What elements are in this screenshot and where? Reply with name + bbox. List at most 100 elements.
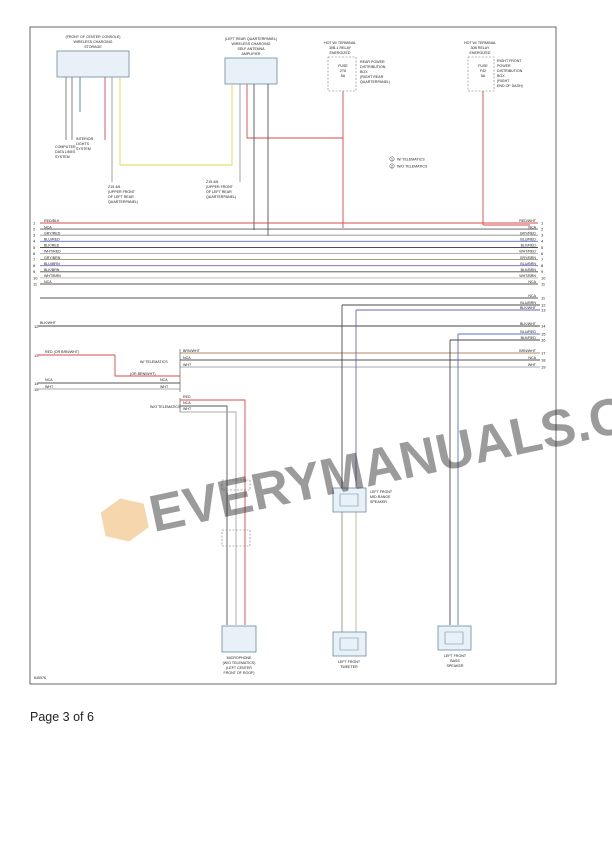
label-line: BOX [497,74,505,78]
wire-label: WHT [45,385,54,389]
fuse-label: 2T6 [340,69,346,73]
component-box [332,631,367,657]
pin-number: 1 [541,220,544,225]
label-line: SELF ANTENNA [238,47,266,51]
pin-number: 12 [541,302,546,307]
wire-label: BLK/RED [521,244,537,248]
watermark-text: EVERYMANUALS.COM [144,369,612,544]
telematics-section [38,325,540,625]
pin-number: 11 [541,281,546,286]
wire-label: NCA [44,280,52,284]
wire-label: BLU/RED [44,238,60,242]
pin-number: 11 [541,295,546,300]
option-label: W/ TELEMATICS [140,360,168,364]
wire-label: BLK/WHT [520,322,537,326]
wire-label: BRN/WHT [183,349,201,353]
option-label: W/O TELEMATICS [150,405,181,409]
wire-label: RED (OR BRN/WHT) [45,350,79,354]
pin-number: 8 [33,263,36,268]
diagram-id: 645976 [34,676,46,680]
label-line: OF LEFT REAR [108,195,134,199]
top-wire-labels: INTERIOR LIGHTS SYSTEM COMPUTER DATA LIN… [55,137,236,204]
legend-text: W/ TELEMATICS [397,158,425,162]
component-box [221,625,257,653]
diagram-frame [29,26,557,685]
component-box [56,50,130,78]
pin-number: 6 [33,251,36,256]
fuse-label: 5A [481,74,486,78]
speaker-icon [444,631,464,645]
label-line: OF LEFT REAR [206,190,232,194]
pin-number: 17 [541,350,546,355]
label-line: (UPPER FRONT [108,190,136,194]
inline-connector [221,529,251,547]
wire-label: NCA [183,401,191,405]
label-line: (RIGHT REAR [360,75,384,79]
wire-label: BLU/RED [520,330,536,334]
label-line: QUARTERPANEL) [108,200,138,204]
page-indicator: Page 3 of 6 [30,710,94,724]
pin-number: 5 [33,245,36,250]
label-line: POWER [497,64,511,68]
wire-label: BLK/WHT [520,306,537,310]
label-line: DATA LINES [55,150,76,154]
label-line: LEFT FRONT [444,654,467,658]
fuse-label: F42 [480,69,486,73]
wire-label: GRY/BRN [44,256,61,260]
label-line: LIGHTS [76,142,90,146]
wire-label: RED [183,395,191,399]
pin-number: 14 [34,381,39,386]
fuse-label: FUSE [478,64,488,68]
label-line: LEFT FRONT [338,660,361,664]
pin-number: 19 [541,364,546,369]
label-line: FRONT OF ROOF) [224,671,255,675]
label-line: (W/O TELEMATICS) [223,661,256,665]
pin-number: 13 [34,353,39,358]
pin-number: 4 [33,239,36,244]
telematics-labels: 12 BLK/WHT 13 RED (OR BRN/WHT) 14 NCA 15… [34,321,201,411]
wire-label: WHT/RED [519,250,536,254]
pin-number: 18 [541,357,546,362]
wire-label: WHT [183,363,192,367]
wire-label: BLK/RED [521,336,537,340]
label-line: WIRELESS CHARGING [74,40,113,44]
watermark-logo-icon [100,498,149,542]
wire-label: WHT [528,363,537,367]
legend-text: W/O TELEMATICS [397,165,428,169]
wire-label: NCA [528,225,536,229]
label-line: MICROPHONE [227,656,252,660]
pdc-outline [327,56,357,92]
pin-number: 5 [541,245,544,250]
pin-number: 1 [33,220,36,225]
label-line: DISTRIBUTION [497,69,523,73]
pin-number: 15 [34,387,39,392]
label-line: (RIGHT [497,79,510,83]
wire-label: BLU/BRN [44,262,60,266]
label-line: Z15 4/6 [206,180,218,184]
pin-number: 8 [541,263,544,268]
label-line: SYSTEM [55,155,70,159]
label-line: RIGHT FRONT [497,59,522,63]
microphone: MICROPHONE (W/O TELEMATICS) (LEFT CENTER… [221,625,257,675]
label-line: AMPLIFIER [242,52,261,56]
wire-label: RED/WHT [519,219,537,223]
label-line: Z15 4/6 [108,185,120,189]
pin-number: 6 [541,251,544,256]
speaker-icon [339,637,359,651]
label-line: TWEETER [340,665,358,669]
wire-label: NCA [528,294,536,298]
wire-label: NCA [528,356,536,360]
label-line: QUARTERPANEL) [206,195,236,199]
rear-power-distribution-box: HOT W/ TERMINAL 30B-1 RELAY ENERGIZED FU… [324,41,390,92]
label-line: (FRONT OF CENTER CONSOLE) [65,35,120,39]
pin-number: 12 [34,324,39,329]
label-line: BASS [450,659,460,663]
pin-number: 11 [33,281,38,286]
wireless-charging-storage: (FRONT OF CENTER CONSOLE) WIRELESS CHARG… [56,35,130,78]
label-line: WIRELESS CHARGING [232,42,271,46]
wire-label: GRY/RED [44,231,61,235]
label-line: SPEAKER [447,664,464,668]
antenna-amplifier: (LEFT REAR QUARTERPANEL) WIRELESS CHARGI… [224,37,278,85]
fuse-label: FUSE [338,64,348,68]
